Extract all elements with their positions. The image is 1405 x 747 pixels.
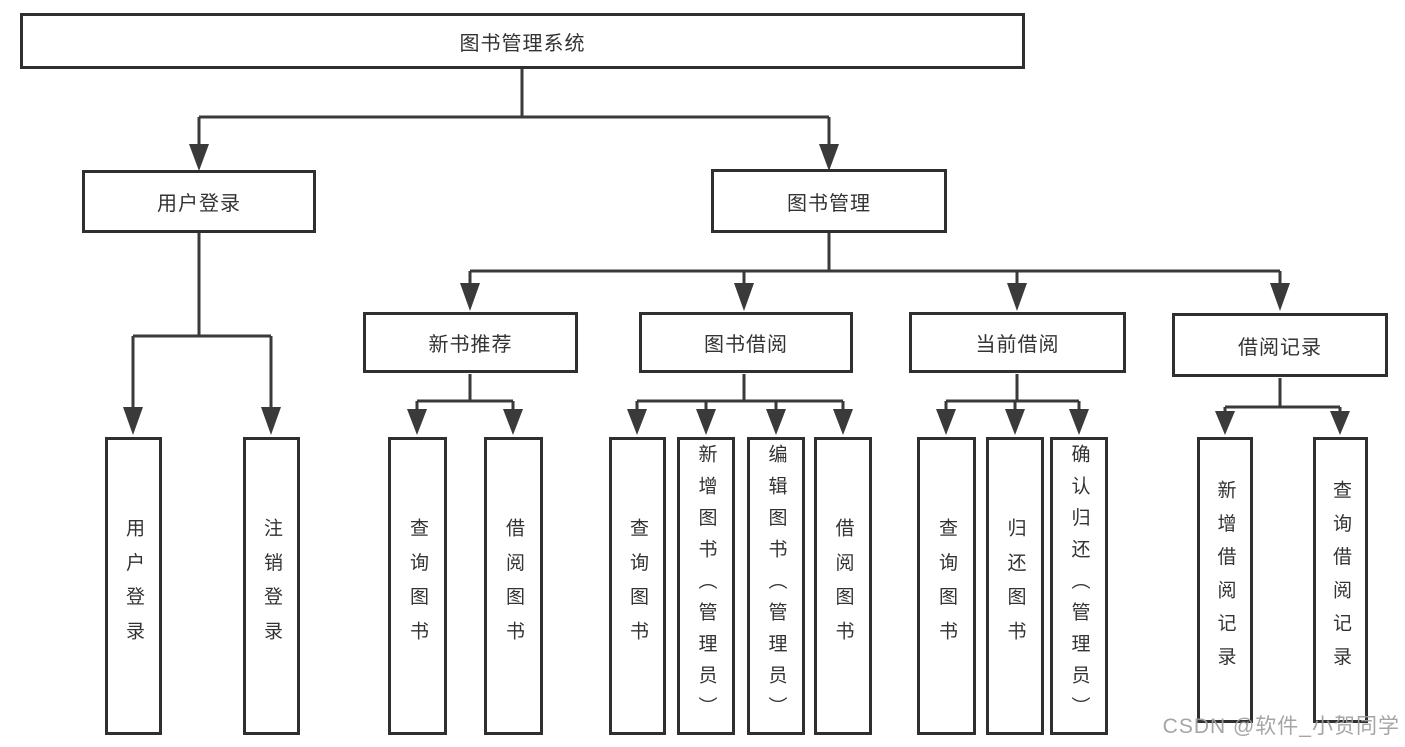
node-book-management-label: 图书管理 bbox=[787, 192, 871, 215]
leaf-add-books-admin-label: 新增图书（管理员） bbox=[695, 444, 717, 728]
leaf-add-books-admin: 新增图书（管理员） bbox=[677, 437, 735, 735]
leaf-borrow-books-label: 借阅图书 bbox=[832, 517, 854, 655]
node-borrow-records: 借阅记录 bbox=[1172, 313, 1388, 377]
leaf-query-books-current-label: 查询图书 bbox=[936, 517, 957, 655]
node-borrow-records-label: 借阅记录 bbox=[1238, 336, 1322, 359]
leaf-query-books-label: 查询图书 bbox=[627, 517, 648, 655]
leaf-query-borrow-record: 查询借阅记录 bbox=[1313, 437, 1368, 723]
leaf-user-login-label: 用户登录 bbox=[123, 517, 144, 655]
csdn-watermark: CSDN @软件_小贺同学 bbox=[1162, 715, 1400, 738]
leaf-query-books: 查询图书 bbox=[609, 437, 666, 735]
leaf-borrow-books-recommend-label: 借阅图书 bbox=[503, 517, 524, 655]
leaf-add-borrow-record-label: 新增借阅记录 bbox=[1214, 480, 1236, 680]
leaf-query-borrow-record-label: 查询借阅记录 bbox=[1330, 480, 1351, 680]
node-new-book-recommend-label: 新书推荐 bbox=[428, 334, 513, 356]
leaf-add-borrow-record: 新增借阅记录 bbox=[1197, 437, 1253, 723]
leaf-confirm-return-admin: 确认归还（管理员） bbox=[1050, 437, 1108, 735]
leaf-user-login: 用户登录 bbox=[105, 437, 162, 735]
leaf-confirm-return-admin-label: 确认归还（管理员） bbox=[1068, 444, 1090, 728]
leaf-edit-books-admin: 编辑图书（管理员） bbox=[747, 437, 805, 735]
node-user-login: 用户登录 bbox=[82, 170, 316, 233]
leaf-return-books-label: 归还图书 bbox=[1004, 517, 1026, 655]
leaf-return-books: 归还图书 bbox=[986, 437, 1044, 735]
leaf-logout-label: 注销登录 bbox=[261, 517, 282, 655]
leaf-edit-books-admin-label: 编辑图书（管理员） bbox=[765, 444, 787, 728]
leaf-logout: 注销登录 bbox=[243, 437, 300, 735]
node-book-management: 图书管理 bbox=[711, 169, 947, 233]
leaf-borrow-books: 借阅图书 bbox=[814, 437, 872, 735]
node-book-borrow-label: 图书借阅 bbox=[704, 334, 788, 356]
node-root-label: 图书管理系统 bbox=[459, 32, 586, 55]
leaf-query-books-current: 查询图书 bbox=[917, 437, 976, 735]
leaf-borrow-books-recommend: 借阅图书 bbox=[484, 437, 543, 735]
node-current-borrow-label: 当前借阅 bbox=[975, 334, 1060, 356]
node-user-login-label: 用户登录 bbox=[157, 193, 241, 215]
node-new-book-recommend: 新书推荐 bbox=[363, 312, 578, 373]
leaf-query-books-recommend: 查询图书 bbox=[388, 437, 447, 735]
node-book-borrow: 图书借阅 bbox=[639, 312, 853, 373]
node-root: 图书管理系统 bbox=[20, 13, 1025, 69]
node-current-borrow: 当前借阅 bbox=[909, 312, 1126, 373]
leaf-query-books-recommend-label: 查询图书 bbox=[407, 517, 428, 655]
